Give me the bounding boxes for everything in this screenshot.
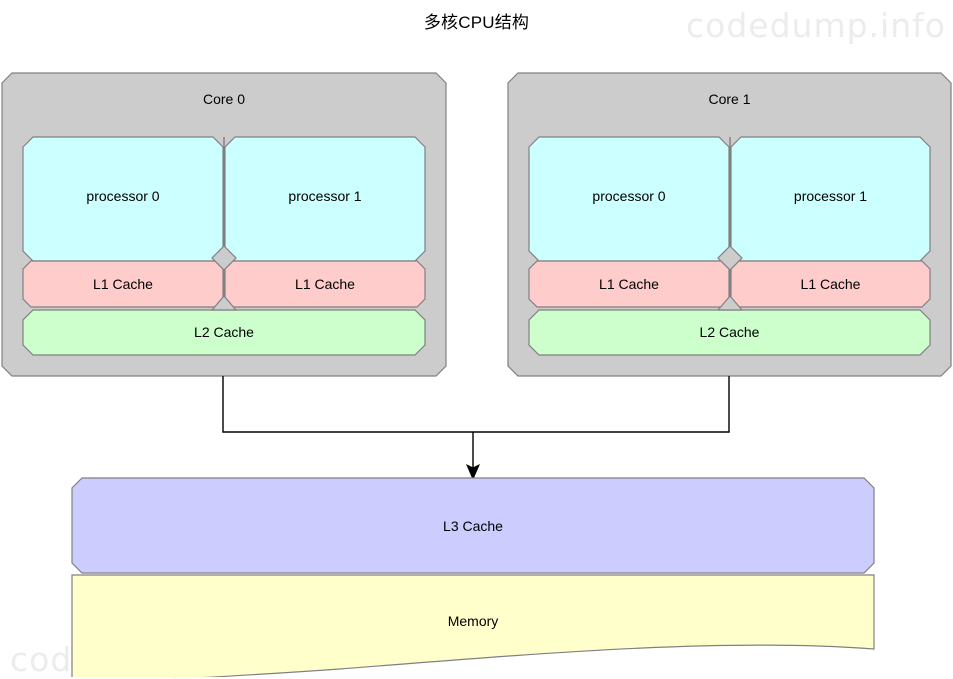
core-1-l2-cache-box[interactable] — [528, 309, 931, 356]
core-0-l2-cache-box[interactable] — [22, 309, 426, 356]
core-1-group[interactable] — [507, 72, 952, 377]
core-to-l3-connector — [222, 376, 730, 481]
core-1-proc-l1-diamond — [717, 245, 743, 271]
core-0-processor-0-box[interactable] — [22, 136, 224, 262]
core-0-group[interactable] — [1, 72, 447, 377]
core-0-l1-l2-triangle — [210, 295, 238, 311]
core-1-l1-cache-0-box[interactable] — [528, 260, 730, 308]
core-1-processor-0-box[interactable] — [528, 136, 730, 262]
core-1-processor-1-box[interactable] — [730, 136, 931, 262]
core-1-l1-l2-triangle — [716, 295, 744, 311]
watermark-top-right: codedump.info — [686, 6, 946, 45]
core-0-proc-l1-diamond — [211, 245, 237, 271]
l3-cache-box[interactable] — [71, 477, 875, 574]
connector-arrowhead-icon — [466, 463, 480, 481]
core-1-l1-cache-1-box[interactable] — [730, 260, 931, 308]
core-0-l1-cache-1-box[interactable] — [224, 260, 426, 308]
core-0-l1-cache-0-box[interactable] — [22, 260, 224, 308]
core-0-processor-1-box[interactable] — [224, 136, 426, 262]
memory-box[interactable] — [71, 574, 875, 677]
connector-bus-path — [222, 376, 730, 433]
page-title: 多核CPU结构 — [423, 13, 530, 32]
